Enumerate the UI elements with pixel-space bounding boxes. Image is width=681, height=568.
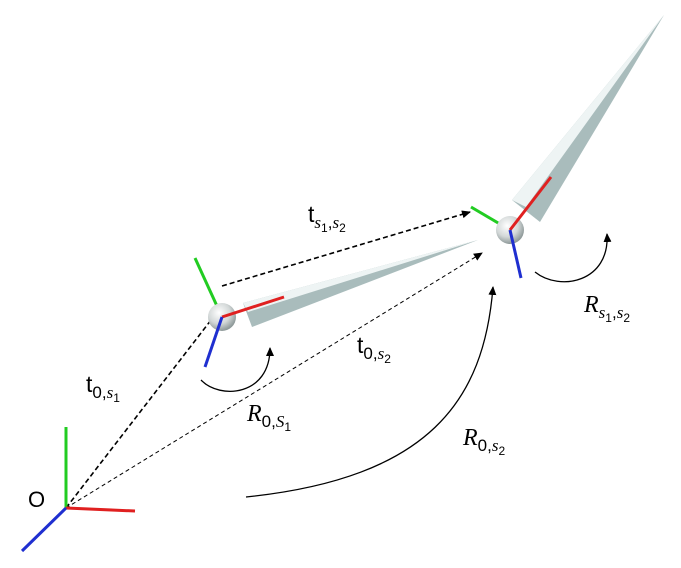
origin-label: O [28, 487, 45, 512]
bone-segment-2 [512, 15, 664, 222]
origin-frame [20, 427, 136, 553]
label-Rs1s2: Rs1,s2 [583, 292, 630, 325]
label-R0s2: R0,s2 [462, 425, 505, 458]
label-ts1s2: ts1,s2 [308, 201, 346, 235]
joint-s2-frame [470, 176, 553, 279]
label-t0s2: t0,s2 [357, 332, 391, 366]
vector-ts1s2 [221, 210, 471, 287]
curved-arrow-icon [200, 347, 274, 392]
vector-t0s1 [65, 310, 219, 509]
rotation-arrow-R0s2 [245, 286, 497, 498]
bone-segment-1 [243, 240, 478, 327]
curved-arrow-icon [534, 233, 612, 283]
joint-s1-frame [193, 257, 285, 368]
label-R0s1: R0,S1 [246, 401, 291, 434]
label-t0s1: t0,s1 [86, 371, 120, 405]
vector-t0s2 [65, 252, 483, 509]
